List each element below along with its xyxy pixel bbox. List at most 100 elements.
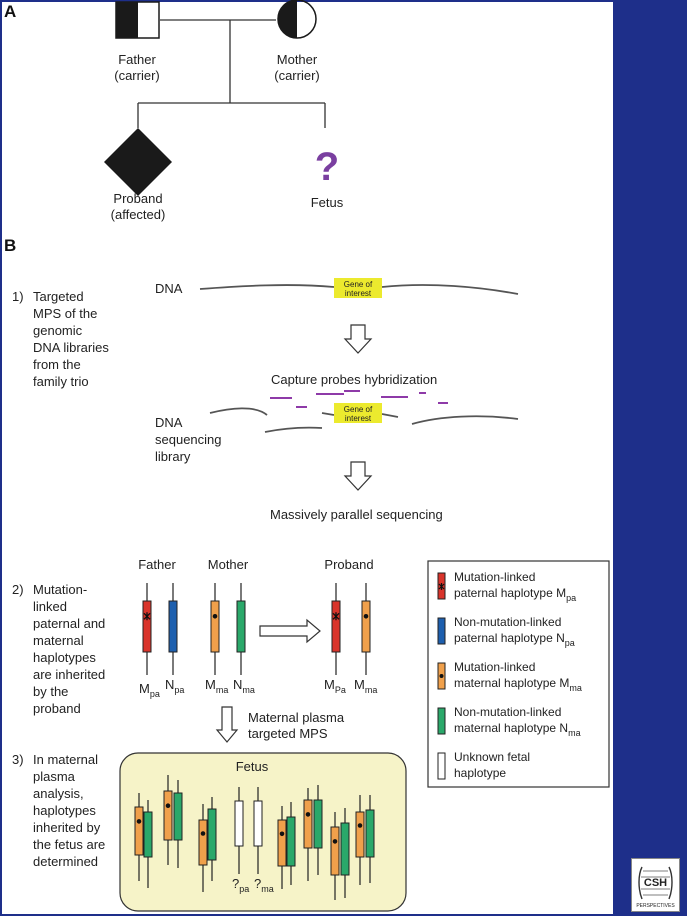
dna-strand <box>199 284 519 295</box>
legend-entry: Mutation-linked paternal haplotype Mpa <box>437 570 576 603</box>
step1-number: 1) <box>12 289 24 304</box>
fetal-hap-5 <box>198 804 208 892</box>
hap-label-mma: Mma <box>205 677 228 695</box>
hap-label-nma: Nma <box>233 677 255 695</box>
father-empty-half <box>138 2 159 38</box>
mutation-star-icon <box>143 612 151 621</box>
gene-label-lib-2: interest <box>345 414 372 423</box>
legend-line-2: paternal haplotype Npa <box>454 631 575 648</box>
fetus-name: Fetus <box>311 195 344 210</box>
step2-lines-line: maternal <box>33 633 84 648</box>
step3-number: 3) <box>12 752 24 767</box>
step1-lines-line: family trio <box>33 374 89 389</box>
figure-canvas: A Father (carrier) Mother (carrier) Prob… <box>0 0 615 916</box>
legend: Mutation-linked paternal haplotype MpaNon… <box>437 570 582 780</box>
panel-a-label: A <box>4 2 16 21</box>
hap-mother-nma <box>236 583 246 675</box>
step3-lines-line: the fetus are <box>33 837 105 852</box>
fetal-hap-8 <box>253 787 263 874</box>
logo-perspectives: PERSPECTIVES <box>636 903 675 909</box>
step2-lines-line: Mutation- <box>33 582 87 597</box>
step3-description: In maternal plasma analysis, haplotypes inhe… <box>33 752 105 869</box>
down-arrow-1 <box>343 324 373 354</box>
gene-label-top-1: Gene of <box>344 280 373 289</box>
mutation-dot-icon <box>165 803 171 808</box>
mutation-dot-icon <box>332 839 338 844</box>
gene-highlight-library <box>334 403 382 423</box>
haplotype-bars <box>142 583 371 675</box>
down-arrow-2 <box>343 461 373 491</box>
mother-symbol <box>277 0 317 39</box>
proband-status: (affected) <box>111 207 166 222</box>
mother-outline <box>277 0 317 39</box>
fetal-hap-11 <box>303 788 313 881</box>
fetus-question-icon: ? <box>315 145 339 189</box>
dna-label: DNA <box>155 281 183 296</box>
fetal-hap-4 <box>173 780 183 868</box>
step3-lines-line: In maternal <box>33 752 98 767</box>
step3-lines-line: plasma <box>33 769 76 784</box>
logo-mark-icon: CSH PERSPECTIVES <box>636 866 675 909</box>
fetal-hap-10 <box>286 802 296 885</box>
step3-lines-line: analysis, <box>33 786 84 801</box>
mother-name: Mother <box>277 52 318 67</box>
fetal-hap-9 <box>277 806 287 889</box>
mps-label: Massively parallel sequencing <box>270 507 443 522</box>
gene-label-top-2: interest <box>345 289 372 298</box>
mother-status: (carrier) <box>274 68 320 83</box>
step2-lines-line: are inherited <box>33 667 105 682</box>
father-hap-labels: Mpa Npa <box>139 677 184 699</box>
step2-lines-line: by the <box>33 684 68 699</box>
plasma-line-2: targeted MPS <box>248 726 328 741</box>
gene-label-lib-1: Gene of <box>344 405 373 414</box>
mutation-star-icon <box>332 612 340 621</box>
mutation-dot-icon <box>357 823 363 828</box>
fetal-hap-2 <box>143 800 153 888</box>
hap-proband-mma <box>361 583 371 675</box>
legend-line-1: Mutation-linked <box>454 570 535 584</box>
step2-number: 2) <box>12 582 24 597</box>
legend-line-2: paternal haplotype Mpa <box>454 586 576 603</box>
capture-probes <box>270 390 448 408</box>
father-symbol <box>115 1 160 39</box>
fetus-box-title: Fetus <box>236 759 269 774</box>
mutation-dot-icon <box>305 812 311 817</box>
step3-lines-line: haplotypes <box>33 803 96 818</box>
inherit-arrow <box>259 618 321 644</box>
legend-swatch <box>437 617 446 645</box>
fetal-hap-14 <box>340 808 350 898</box>
mutation-dot-icon <box>439 674 444 678</box>
library-fragments <box>209 407 519 433</box>
hap-label-mpa: Mpa <box>139 681 160 699</box>
father-name: Father <box>118 52 156 67</box>
fetal-hap-13 <box>330 812 340 900</box>
step3-lines-line: inherited by <box>33 820 101 835</box>
fetal-hap-1 <box>134 793 144 881</box>
step2-lines-line: paternal and <box>33 616 105 631</box>
legend-line-1: Unknown fetal <box>454 750 530 764</box>
step2-lines-line: linked <box>33 599 67 614</box>
plasma-arrow <box>215 706 239 743</box>
capture-label: Capture probes hybridization <box>271 372 437 387</box>
legend-swatch <box>437 752 446 780</box>
library-line-1: DNA <box>155 415 183 430</box>
mutation-dot-icon <box>212 614 218 619</box>
father-outline <box>115 1 160 39</box>
mother-hap-labels: Mma Nma <box>205 677 255 695</box>
legend-box <box>427 560 610 788</box>
mutation-dot-icon <box>136 819 142 824</box>
hap-label-proband-mma: Mma <box>354 677 377 695</box>
logo-csh: CSH <box>644 877 667 889</box>
csh-perspectives-logo: CSH PERSPECTIVES <box>631 858 680 912</box>
figure-frame <box>0 0 615 916</box>
legend-line-2: maternal haplotype Mma <box>454 676 582 693</box>
mother-filled-half <box>278 0 297 38</box>
hap-label-npa: Npa <box>165 677 184 695</box>
plasma-line-1: Maternal plasma <box>248 710 345 725</box>
fetal-hap-16 <box>365 795 375 883</box>
